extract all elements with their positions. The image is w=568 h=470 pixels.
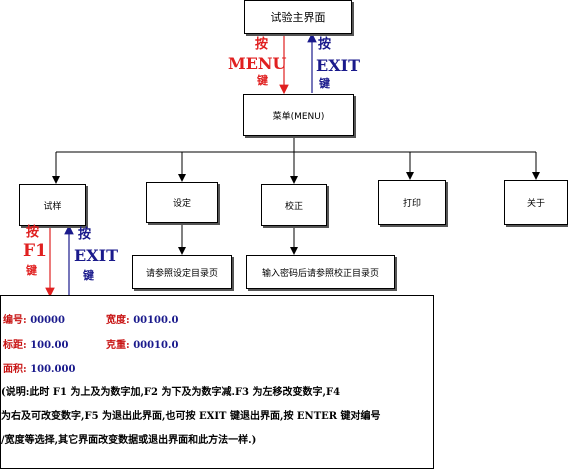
width-row: 宽度: 00100.0 [106,311,178,326]
menu-key-label: MENU [228,54,287,73]
note-line-2: 为右及可改变数字,F5 为退出此界面,也可按 EXIT 键退出界面,按 ENTE… [1,411,381,422]
weight-row: 克重: 00010.0 [106,336,178,351]
exit-key-label: EXIT [316,56,360,75]
width-value: 00100.0 [133,315,179,326]
calibrate-dir-label: 输入密码后请参照校正目录页 [261,268,379,279]
area-row: 面积: 100.000 [3,360,75,375]
main-screen-label: 试验主界面 [270,11,326,24]
f1-press-label: 按 [26,225,40,240]
gauge-label: 标距: [3,340,27,351]
menu-press-label: 按 [255,37,269,52]
calibrate-node: 校正 [261,184,327,226]
note-line-3: /宽度等选择,其它界面改变数据或退出界面和此方法一样.) [1,435,257,446]
about-label: 关于 [526,199,545,209]
exit2-key-suffix: 键 [83,269,94,282]
width-label: 宽度: [106,315,130,326]
test-screen-panel: 编号: 00000 宽度: 00100.0 标距: 100.00 克重: 000… [0,295,434,469]
print-label: 打印 [402,199,421,209]
test-node: 试样 [19,184,86,226]
settings-dir-node: 请参照设定目录页 [132,255,232,289]
menu-label: 菜单(MENU) [272,111,325,122]
test-label: 试样 [43,201,62,212]
calibrate-label: 校正 [284,201,303,212]
menu-key-suffix: 键 [257,74,268,87]
settings-label: 设定 [172,199,191,209]
id-row: 编号: 00000 [3,311,65,326]
exit-key-suffix: 键 [319,77,330,90]
f1-key-suffix: 键 [26,264,37,277]
weight-value: 00010.0 [133,340,179,351]
exit-press-label: 按 [318,37,332,52]
gauge-row: 标距: 100.00 [3,336,68,351]
exit2-press-label: 按 [78,227,92,242]
gauge-value: 100.00 [30,340,69,351]
calibrate-dir-node: 输入密码后请参照校正目录页 [246,255,395,289]
menu-node: 菜单(MENU) [243,94,354,136]
f1-key-label: F1 [23,241,47,261]
print-node: 打印 [378,180,446,225]
id-label: 编号: [3,315,27,326]
area-label: 面积: [3,364,27,375]
about-node: 关于 [504,180,568,225]
id-value: 00000 [30,315,65,326]
weight-label: 克重: [106,340,130,351]
main-screen-node: 试验主界面 [244,0,352,34]
note-line-1: (说明:此时 F1 为上及为数字加,F2 为下及为数字减.F3 为左移改变数字,… [1,387,341,398]
settings-dir-label: 请参照设定目录页 [145,268,218,279]
settings-node: 设定 [146,182,218,223]
exit2-key-label: EXIT [74,246,118,265]
area-value: 100.000 [30,364,76,375]
